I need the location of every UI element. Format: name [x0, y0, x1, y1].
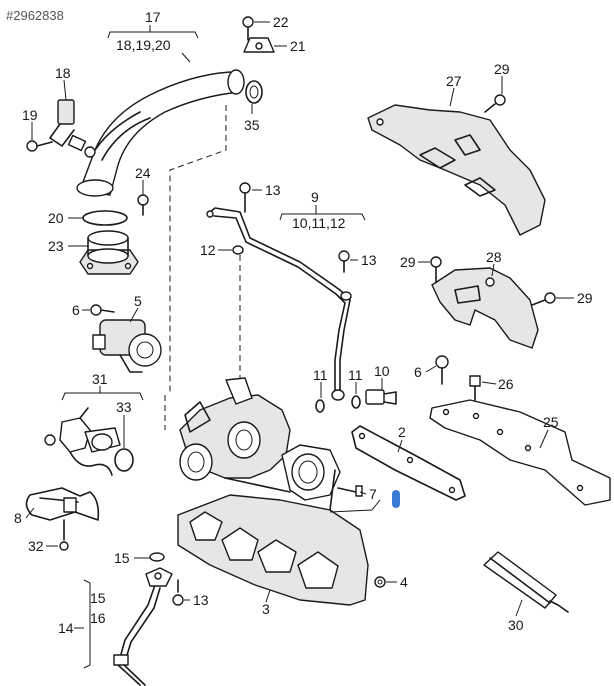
callout-6-right: 6 [414, 364, 422, 380]
leader-lines [25, 21, 574, 669]
callout-22: 22 [273, 14, 289, 30]
nut-part-4 [374, 576, 386, 588]
callout-6-left: 6 [72, 302, 80, 318]
gasket-plate-part-25 [429, 399, 611, 506]
sealant-tube-part-30 [483, 551, 569, 613]
callout-28: 28 [486, 249, 502, 265]
callout-27: 27 [446, 73, 462, 89]
dashed-connection-lines [164, 105, 241, 440]
callout-32: 32 [28, 538, 44, 554]
seals-part-11 [315, 395, 361, 413]
diagram-reference-number: #2962838 [6, 8, 64, 23]
bolt-part-13-upper [239, 182, 251, 213]
callout-15-upper: 15 [114, 550, 130, 566]
highlight-marker [392, 490, 400, 508]
callout-9: 9 [311, 189, 319, 205]
manifold-gasket-part-2 [351, 425, 466, 501]
callout-23: 23 [48, 238, 64, 254]
seal-ring-part-33 [114, 448, 134, 472]
exhaust-manifold-part-3 [177, 469, 369, 606]
callout-5: 5 [134, 293, 142, 309]
callout-18: 18 [55, 65, 71, 81]
callout-21: 21 [290, 38, 306, 54]
callout-labels: 17 18,19,20 18 19 20 21 22 23 24 35 27 2… [14, 9, 593, 636]
callout-13-lower: 13 [193, 592, 209, 608]
bracket-part-21 [243, 37, 275, 53]
callout-26: 26 [498, 376, 514, 392]
callout-30: 30 [508, 617, 524, 633]
callout-35: 35 [244, 117, 260, 133]
bolt-part-29-upper [484, 94, 506, 113]
bolt-part-6-right [435, 355, 449, 385]
callout-11-right: 11 [348, 367, 363, 383]
heat-shield-part-27 [367, 104, 546, 236]
callout-2: 2 [398, 424, 406, 440]
callout-8: 8 [14, 510, 22, 526]
bolt-part-29-left [430, 256, 442, 283]
control-valve-part-5 [92, 319, 162, 373]
bolt-part-13-lower [172, 579, 184, 606]
bolt-part-13-middle [338, 250, 350, 273]
callout-16: 16 [90, 610, 106, 626]
sensor-part-18 [49, 99, 87, 152]
banjo-bolt-part-10 [365, 389, 397, 405]
bolt-part-32 [59, 519, 69, 551]
callout-17: 17 [145, 9, 161, 25]
callout-11-left: 11 [313, 367, 328, 383]
callout-4: 4 [400, 574, 408, 590]
seal-part-12 [232, 245, 244, 255]
callout-3: 3 [262, 601, 270, 617]
seal-ring-part-20 [82, 210, 128, 226]
callout-20: 20 [48, 210, 64, 226]
callout-29-right: 29 [577, 290, 593, 306]
callout-14: 14 [58, 620, 74, 636]
bolt-part-24 [137, 194, 149, 216]
callout-7: 7 [369, 486, 377, 502]
bolt-part-22 [242, 16, 254, 41]
callout-13-middle: 13 [361, 252, 377, 268]
valve-assembly-part-31 [44, 407, 121, 476]
callout-15-lower: 15 [90, 590, 106, 606]
callout-29-upper: 29 [494, 61, 510, 77]
o-ring-part-35 [245, 80, 263, 104]
screw-part-19 [26, 140, 53, 152]
heat-shield-part-28 [431, 267, 539, 349]
turbocharger-unit [179, 377, 341, 501]
callout-12: 12 [200, 242, 216, 258]
oil-supply-line-part-9 [206, 207, 352, 401]
coolant-pipe-part-8 [25, 487, 100, 521]
intake-pipe-part-17 [76, 69, 245, 197]
callout-25: 25 [543, 414, 559, 430]
callout-19: 19 [22, 107, 38, 123]
callout-9-contents: 10,11,12 [292, 215, 346, 231]
stud-part-26 [469, 375, 481, 401]
bolt-part-29-right [531, 292, 556, 306]
stud-part-7 [337, 485, 363, 497]
callout-24: 24 [135, 165, 151, 181]
callout-10: 10 [374, 363, 390, 379]
bolt-part-6-left [90, 304, 115, 316]
callout-33: 33 [116, 399, 132, 415]
callout-17-contents: 18,19,20 [116, 37, 171, 53]
callout-29-left: 29 [400, 254, 416, 270]
seal-part-15 [149, 552, 165, 562]
oil-return-line-part-14 [113, 567, 173, 686]
callout-13-upper: 13 [265, 182, 281, 198]
connection-flange-part-23 [79, 230, 139, 275]
callout-31: 31 [92, 371, 108, 387]
